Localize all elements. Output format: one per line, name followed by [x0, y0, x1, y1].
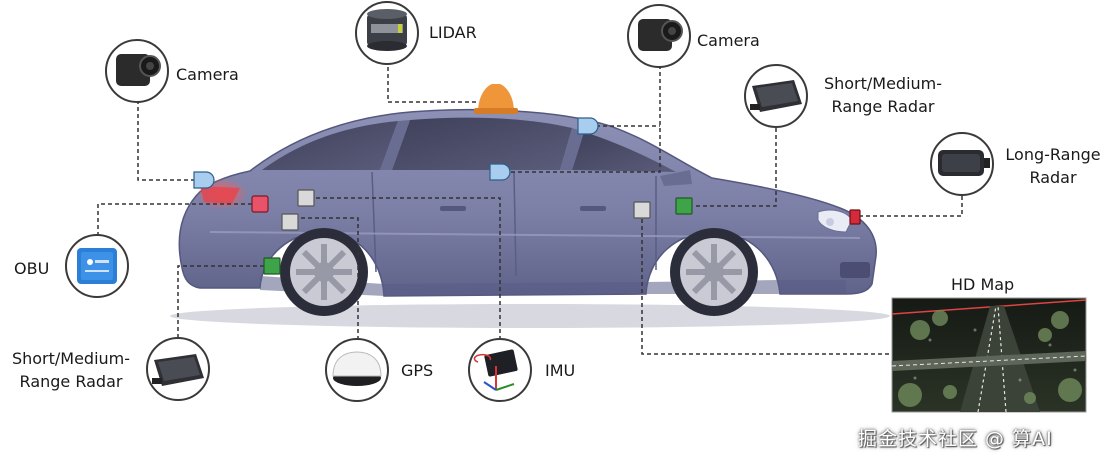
- hd-map-label: HD Map: [951, 275, 1015, 294]
- long-radar-marker: [849, 209, 861, 225]
- radar-top-label-line1: Short/Medium-: [823, 74, 943, 93]
- hd-map-image: [891, 297, 1087, 413]
- radar-bottom-label-line2: Range Radar: [19, 372, 123, 391]
- connector-lines: [97, 58, 963, 355]
- connector-obu: [97, 203, 252, 236]
- connector-radar-top: [694, 128, 777, 207]
- camera-right-label: Camera: [697, 31, 760, 50]
- connector-gps: [298, 217, 359, 340]
- radar-unit-icon-bottom: [146, 337, 210, 401]
- obu-marker: [251, 195, 269, 213]
- camera-left-label: Camera: [176, 65, 239, 84]
- connector-lidar: [387, 60, 476, 103]
- camera-marker-roof: [577, 117, 599, 135]
- camera-marker-mirror: [489, 163, 511, 181]
- hd-map-marker: [633, 201, 651, 219]
- lidar-beacon: [478, 84, 514, 112]
- car-illustration: [178, 84, 877, 297]
- radar-top-label: Short/Medium- Range Radar: [812, 72, 954, 118]
- radar-bottom-label-line1: Short/Medium-: [11, 349, 131, 368]
- camera-module-icon-right: [627, 4, 691, 68]
- connector-camera-left: [137, 100, 196, 181]
- radar-marker-rear: [263, 257, 281, 275]
- radar-bottom-label: Short/Medium- Range Radar: [0, 347, 142, 393]
- connector-radar-bottom: [177, 265, 264, 338]
- camera-marker-rear: [193, 171, 215, 189]
- radar-unit-icon-top: [744, 64, 808, 128]
- watermark-text: 掘金技术社区 @ 算AI: [858, 428, 1053, 450]
- long-range-radar-label: Long-Range Radar: [996, 143, 1109, 189]
- lidar-label: LIDAR: [429, 23, 477, 42]
- imu-chip-icon: [468, 338, 532, 402]
- long-range-radar-icon: [930, 132, 994, 196]
- lidar-sensor-icon: [355, 1, 419, 65]
- obu-device-icon: [65, 234, 129, 298]
- connector-camera-right: [506, 58, 661, 173]
- front-wheel: [670, 228, 758, 316]
- car-ground-shadow: [170, 304, 890, 328]
- connector-imu: [310, 197, 501, 340]
- sensor-markers: [193, 117, 861, 275]
- camera-module-icon: [105, 39, 169, 103]
- long-range-label-line1: Long-Range: [1005, 145, 1101, 164]
- obu-label: OBU: [14, 259, 50, 278]
- connector-long-radar: [860, 196, 963, 217]
- connector-hd-map: [641, 212, 892, 355]
- gps-marker: [281, 213, 299, 231]
- gps-label: GPS: [401, 361, 434, 380]
- radar-top-label-line2: Range Radar: [831, 97, 935, 116]
- radar-marker-front: [675, 197, 693, 215]
- rear-wheel: [280, 228, 368, 316]
- imu-label: IMU: [545, 361, 576, 380]
- long-range-label-line2: Radar: [1029, 168, 1077, 187]
- imu-marker: [297, 189, 315, 207]
- gps-puck-icon: [325, 338, 389, 402]
